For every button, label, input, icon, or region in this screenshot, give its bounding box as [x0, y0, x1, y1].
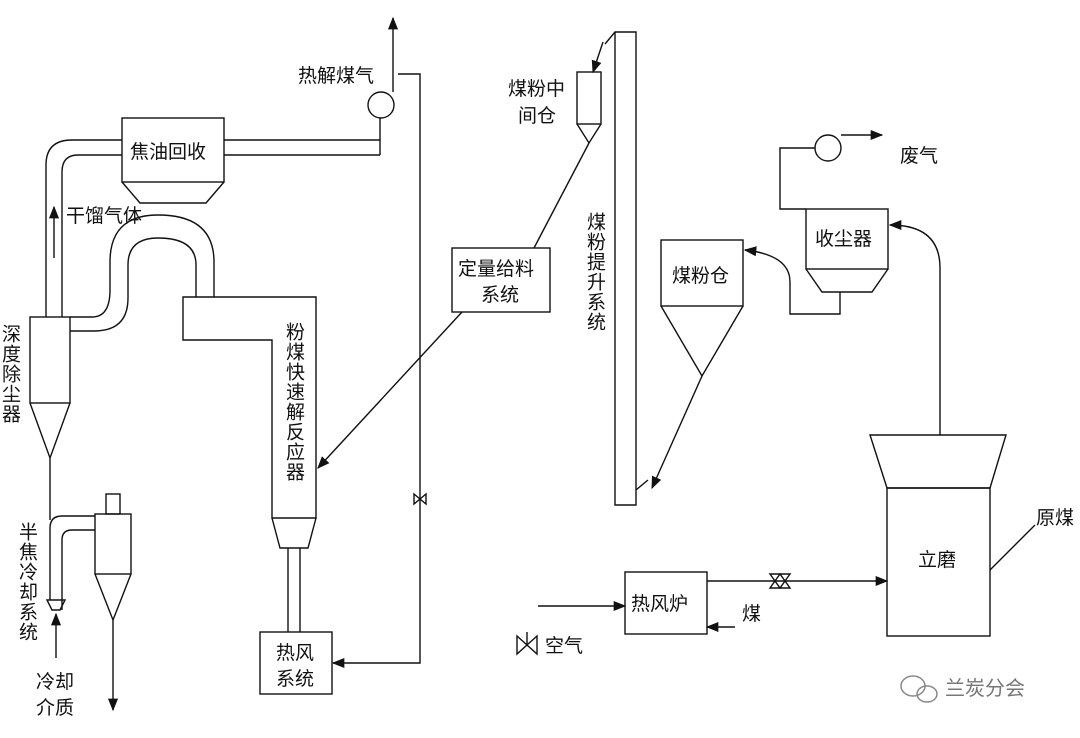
label-cooling-medium-1: 冷却	[36, 671, 74, 693]
valve-icon	[413, 492, 427, 506]
feeding-system	[317, 142, 590, 469]
watermark-text: 兰炭分会	[945, 676, 1025, 700]
vertical-mill	[869, 219, 1036, 637]
label-coal-powder-bin: 煤粉仓	[672, 265, 729, 287]
u-bend-pipe	[70, 214, 215, 332]
hot-air-furnace	[516, 571, 889, 656]
label-intermediate-bin-2: 间仓	[518, 105, 556, 127]
coal-lift-system	[591, 31, 649, 506]
label-hot-air-system-1: 热风	[276, 642, 314, 664]
label-raw-coal: 原煤	[1036, 507, 1074, 529]
label-reactor: 粉煤快速解反应器	[283, 322, 305, 482]
label-feeding-system-1: 定量给料	[458, 258, 534, 280]
label-deep-dust-removal: 深度除尘器	[0, 324, 21, 424]
label-cooling-medium-2: 介质	[36, 697, 74, 719]
label-hot-air-system-2: 系统	[276, 668, 314, 690]
hot-air-line	[331, 73, 427, 669]
wechat-icon	[900, 675, 938, 703]
dry-gas-pipe	[45, 139, 122, 317]
label-vertical-mill: 立磨	[918, 549, 956, 571]
valve-icon	[516, 634, 538, 656]
label-coal: 煤	[742, 603, 761, 625]
label-semi-coke-cooling: 半焦冷却系统	[16, 522, 38, 642]
exhaust-fan	[814, 134, 842, 162]
tar-recovery-unit	[121, 117, 225, 204]
valve-icon	[768, 572, 792, 590]
label-tar-recovery: 焦油回收	[130, 141, 206, 163]
reactor	[182, 296, 317, 632]
dust-collector	[743, 129, 889, 315]
label-air: 空气	[545, 635, 583, 657]
coal-powder-intermediate-bin	[576, 71, 602, 145]
pyrolysis-gas-pipe	[224, 16, 399, 156]
label-dust-collector: 收尘器	[815, 228, 872, 250]
label-dry-distillation-gas: 干馏气体	[66, 205, 142, 227]
semi-coke-cooling	[45, 493, 132, 712]
label-hot-air-furnace: 热风炉	[631, 593, 688, 615]
deep-dust-remover	[29, 316, 71, 510]
labels: 热解煤气 焦油回收 干馏气体 深度除尘器 半焦冷却系统 冷却 介质 粉煤快速解反…	[0, 65, 1074, 719]
coal-powder-bin	[651, 239, 744, 490]
pyrolysis-gas-fan	[367, 91, 395, 119]
label-exhaust: 废气	[900, 145, 938, 167]
label-lift-system: 煤粉提升系统	[584, 212, 606, 332]
watermark: 兰炭分会	[900, 675, 1025, 703]
label-intermediate-bin-1: 煤粉中	[508, 78, 565, 100]
label-pyrolysis-gas: 热解煤气	[298, 65, 374, 87]
label-feeding-system-2: 系统	[481, 284, 519, 306]
